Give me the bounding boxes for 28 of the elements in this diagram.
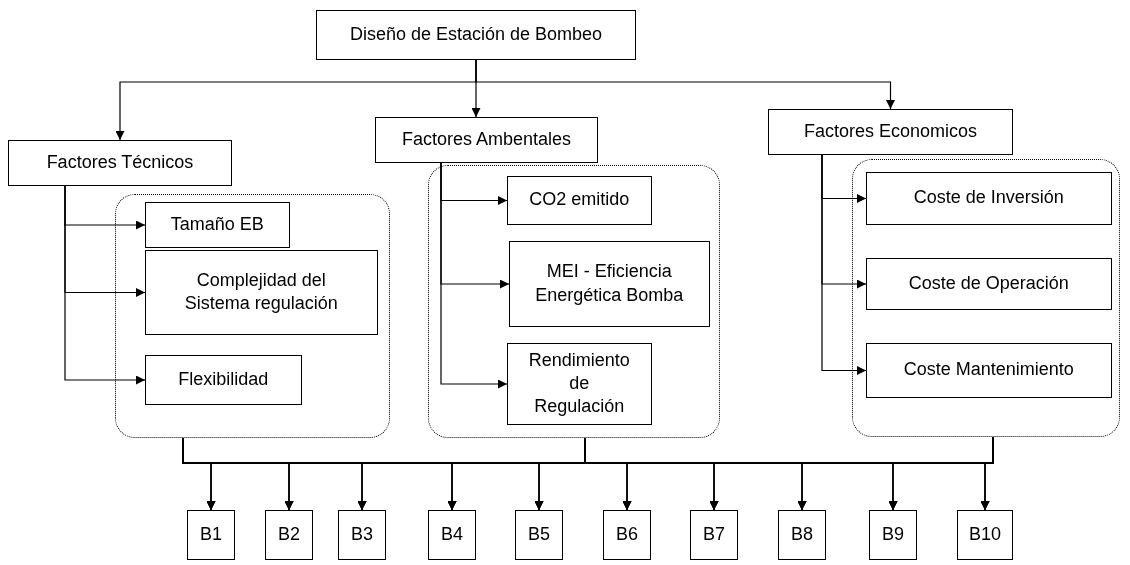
criterion-box: Flexibilidad (144, 354, 302, 405)
option-box: B10 (957, 510, 1013, 560)
arrow (980, 436, 994, 511)
category-box: Diseño de Estación de Bombeo (316, 10, 636, 60)
arrow (475, 59, 895, 110)
criterion-box: Coste Mantenimiento (865, 342, 1112, 398)
arrow (821, 154, 867, 375)
category-box: Factores Técnicos (8, 140, 232, 186)
option-box: B8 (778, 510, 826, 560)
option-box: B3 (338, 510, 386, 560)
criterion-box: Coste de Inversión (865, 171, 1112, 225)
category-box: Factores Economicos (768, 109, 1013, 155)
option-box: B1 (187, 510, 235, 560)
criterion-box: Tamaño EB (144, 201, 290, 248)
arrow (64, 185, 146, 385)
option-box: B9 (869, 510, 917, 560)
option-box: B7 (690, 510, 738, 560)
category-box: Factores Ambentales (375, 117, 598, 163)
arrow (440, 162, 508, 389)
option-box: B4 (428, 510, 476, 560)
option-box: B2 (265, 510, 313, 560)
option-box: B5 (515, 510, 563, 560)
criterion-box: Coste de Operación (865, 257, 1112, 310)
criterion-box: MEI - Eficiencia Energética Bomba (508, 240, 710, 327)
option-box: B6 (603, 510, 651, 560)
criterion-box: Complejidad del Sistema regulación (144, 249, 378, 335)
criterion-box: CO2 emitido (506, 175, 652, 225)
criterion-box: Rendimiento de Regulación (506, 342, 652, 425)
